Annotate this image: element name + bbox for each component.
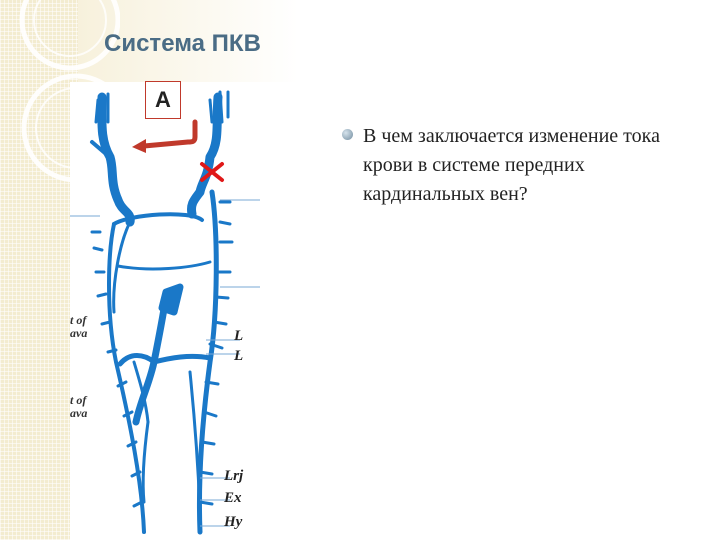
right-label-1: L bbox=[234, 328, 244, 344]
round-bullet-icon bbox=[342, 129, 353, 140]
cross-mark-icon bbox=[200, 162, 224, 182]
right-label-3: Lrj bbox=[224, 468, 244, 484]
right-label-4: Ex bbox=[224, 490, 242, 506]
left-label-fragment-2-line-1: t of bbox=[70, 393, 87, 407]
right-label-5: Hy bbox=[224, 514, 243, 530]
slide-title: Система ПКВ bbox=[104, 30, 261, 57]
left-label-fragment-1: t of ava bbox=[70, 314, 87, 340]
left-label-fragment-2: t of ava bbox=[70, 394, 87, 420]
curved-arrow-icon bbox=[132, 119, 198, 153]
right-label-2: L bbox=[234, 348, 244, 364]
left-label-fragment-1-line-1: t of bbox=[70, 313, 87, 327]
bullet-list: В чем заключается изменение тока крови в… bbox=[342, 122, 692, 209]
left-label-fragment-1-line-2: ava bbox=[70, 326, 88, 340]
bullet-text: В чем заключается изменение тока крови в… bbox=[363, 125, 660, 205]
marker-label-a: A bbox=[145, 81, 181, 119]
vein-diagram: L L Lrj Ex Hy t of ava t of ava bbox=[70, 82, 260, 540]
left-label-fragment-2-line-2: ava bbox=[70, 406, 88, 420]
vein-diagram-drawing bbox=[70, 90, 260, 535]
